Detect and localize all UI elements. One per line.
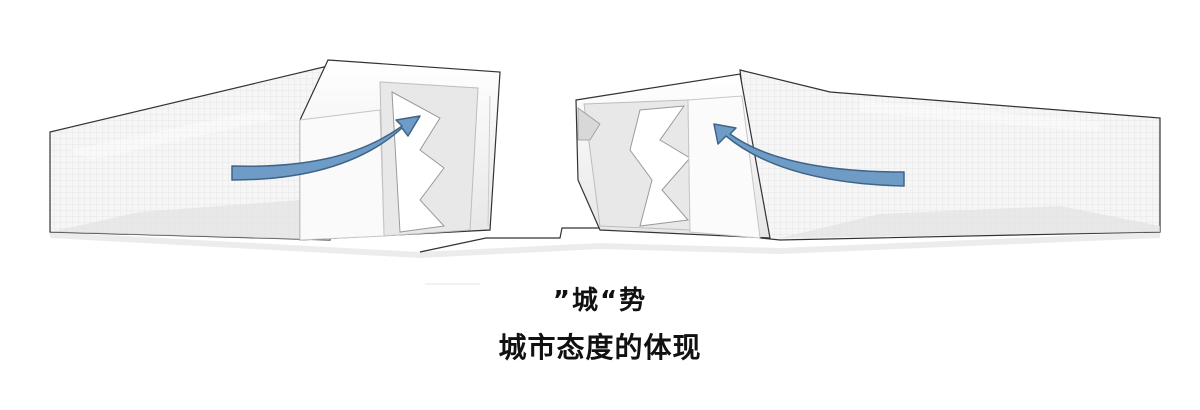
left-building bbox=[49, 59, 501, 241]
base-ground bbox=[50, 227, 1160, 285]
caption-title: ”城“势 bbox=[552, 286, 648, 316]
left-arrow bbox=[231, 115, 421, 181]
caption-subtitle: 城市态度的体现 bbox=[498, 331, 702, 364]
right-building bbox=[575, 69, 1161, 241]
right-arrow bbox=[713, 123, 905, 187]
